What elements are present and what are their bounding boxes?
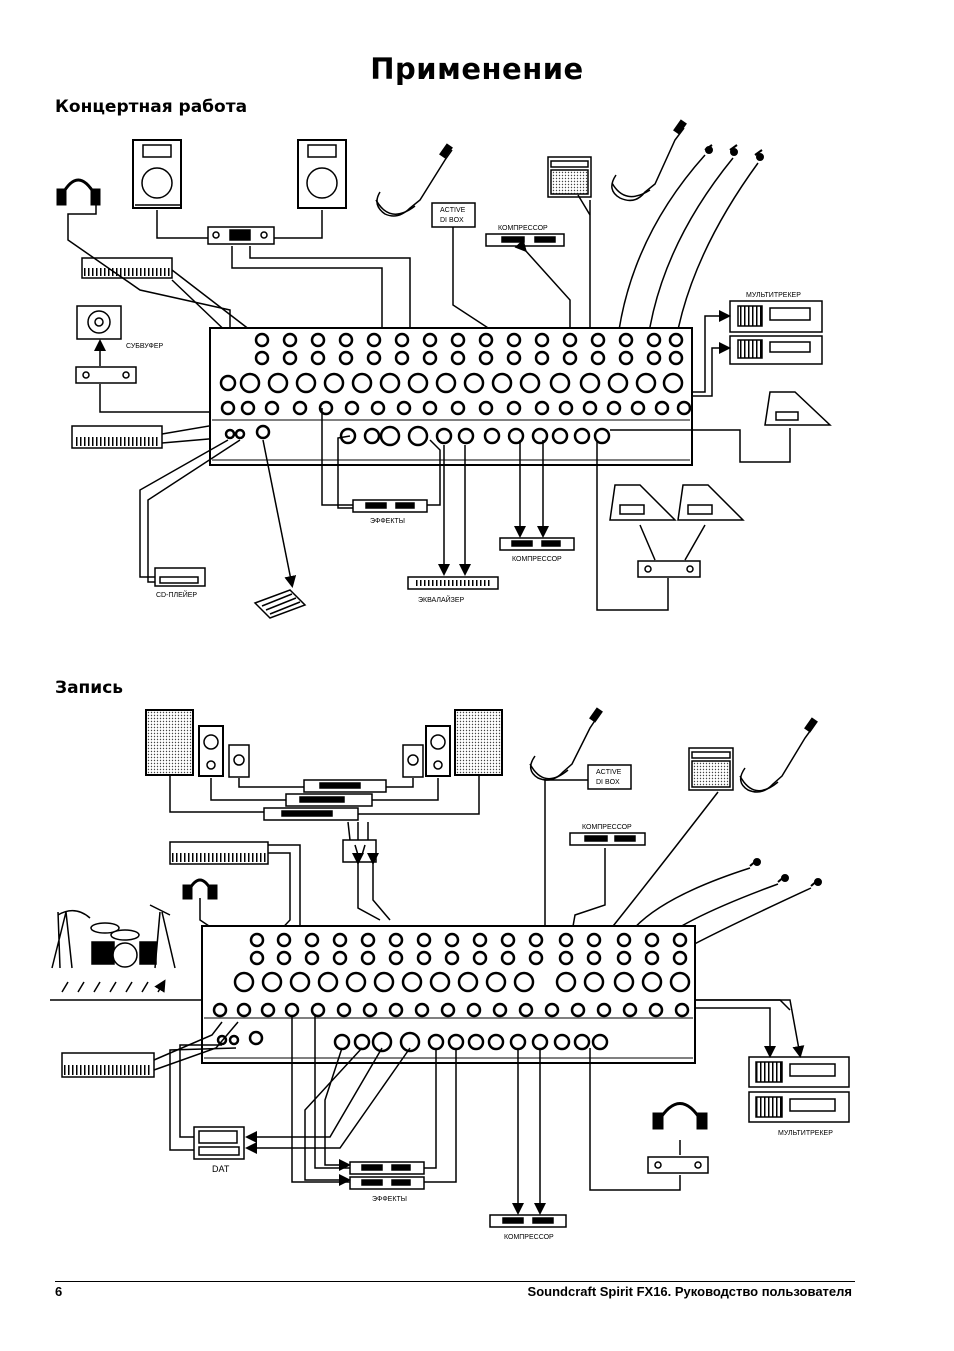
keyboard-rec-icon [169, 841, 269, 865]
multitrack-recorder-icon [729, 300, 823, 365]
stage-monitor-right-icon [764, 391, 832, 426]
electric-guitar-right-icon [611, 119, 687, 202]
label-multitrack-rec: МУЛЬТИТРЕКЕР [778, 1130, 833, 1137]
speaker-right-icon [297, 139, 347, 209]
footer-rule [55, 1281, 855, 1282]
label-active-di-1: ACTIVE [440, 207, 466, 214]
headphones-icon [56, 178, 101, 206]
label-dat: DAT [212, 1164, 230, 1174]
subwoofer-amp-icon [75, 366, 137, 384]
subwoofer-icon [76, 305, 122, 340]
label-cd-player: CD-ПЛЕЙЕР [156, 590, 197, 599]
page-title: Применение [370, 52, 584, 86]
label-active-di-rec-1: ACTIVE [596, 769, 622, 776]
dat-recorder-icon [193, 1126, 245, 1160]
speaker-left-icon [132, 139, 182, 209]
page-number: 6 [55, 1284, 63, 1299]
active-di-box-rec-icon [587, 764, 632, 790]
compressor-unit-icon [485, 233, 565, 247]
effects-unit-icon [352, 499, 428, 513]
label-active-di-2: DI BOX [440, 217, 464, 224]
active-di-box-icon [431, 202, 476, 228]
headphones-monitor-icon [652, 1102, 708, 1130]
section-heading-live: Концертная работа [55, 97, 248, 117]
studio-monitor-right-icon [454, 709, 503, 776]
footswitch-icon [253, 589, 307, 619]
electric-guitar-rec-icon [529, 707, 603, 781]
studio-monitor-left-icon [145, 709, 194, 776]
power-amplifier-icon [207, 226, 275, 245]
stage-monitor-2-icon [677, 484, 745, 521]
electric-guitar-rec-right-icon [739, 717, 818, 793]
label-active-di-rec-2: DI BOX [596, 779, 620, 786]
label-compressor-top: КОМПРЕССОР [498, 225, 548, 232]
section-heading-recording: Запись [55, 678, 124, 698]
label-compressor-rec-top: КОМПРЕССОР [582, 824, 632, 831]
stage-monitor-1-icon [609, 484, 677, 521]
label-compressor-bottom-rec: КОМПРЕССОР [504, 1234, 554, 1241]
effects-rec-1-icon [349, 1161, 425, 1175]
recording-diagram: ACTIVE DI BOX КОМПРЕССОР [50, 707, 850, 1241]
keyboard-lower-icon [71, 425, 163, 449]
headphones-rec-icon [182, 878, 218, 900]
drum-mic-arrows-icon [61, 982, 164, 992]
label-effects-rec: ЭФФЕКТЫ [372, 1196, 407, 1203]
compressor-bottom-icon [499, 537, 575, 551]
guitar-amplifier-rec-icon [688, 747, 734, 791]
microphones-icon [704, 144, 764, 161]
label-equalizer: ЭКВАЛАЙЗЕР [418, 595, 465, 604]
compressor-rec-icon [569, 832, 646, 846]
effects-rec-2-icon [349, 1176, 425, 1190]
mixer-jacks-rec [212, 932, 691, 1053]
electric-guitar-icon [375, 143, 453, 217]
equalizer-unit-icon [407, 576, 499, 590]
headphone-amp-icon [647, 1156, 709, 1174]
compressor-rec-bottom-icon [489, 1214, 567, 1228]
monitor-amp-icon [637, 560, 701, 578]
live-diagram: ACTIVE DI BOX КОМПРЕССОР [56, 119, 832, 619]
nearfield-monitor-left-icon [198, 725, 250, 778]
patch-box-icon [342, 839, 377, 863]
cd-player-icon [154, 567, 206, 587]
label-compressor-bottom-live: КОМПРЕССОР [512, 556, 562, 563]
keyboard-rec-lower-icon [61, 1052, 155, 1078]
drum-kit-icon [51, 904, 176, 969]
mixer-jacks-live [219, 332, 692, 447]
multitrack-recorder-rec-icon [748, 1056, 850, 1123]
label-multitrack-live: МУЛЬТИТРЕКЕР [746, 292, 801, 299]
label-effects-live: ЭФФЕКТЫ [370, 518, 405, 525]
manual-title: Soundcraft Spirit FX16. Руководство поль… [527, 1284, 852, 1299]
microphones-rec-icon [749, 858, 822, 887]
nearfield-monitor-right-icon [402, 725, 451, 778]
label-subwoofer: СУБВУФЕР [126, 343, 164, 350]
keyboard-icon [81, 257, 173, 279]
guitar-amplifier-icon [547, 156, 592, 198]
mixer-console-live [209, 327, 693, 466]
